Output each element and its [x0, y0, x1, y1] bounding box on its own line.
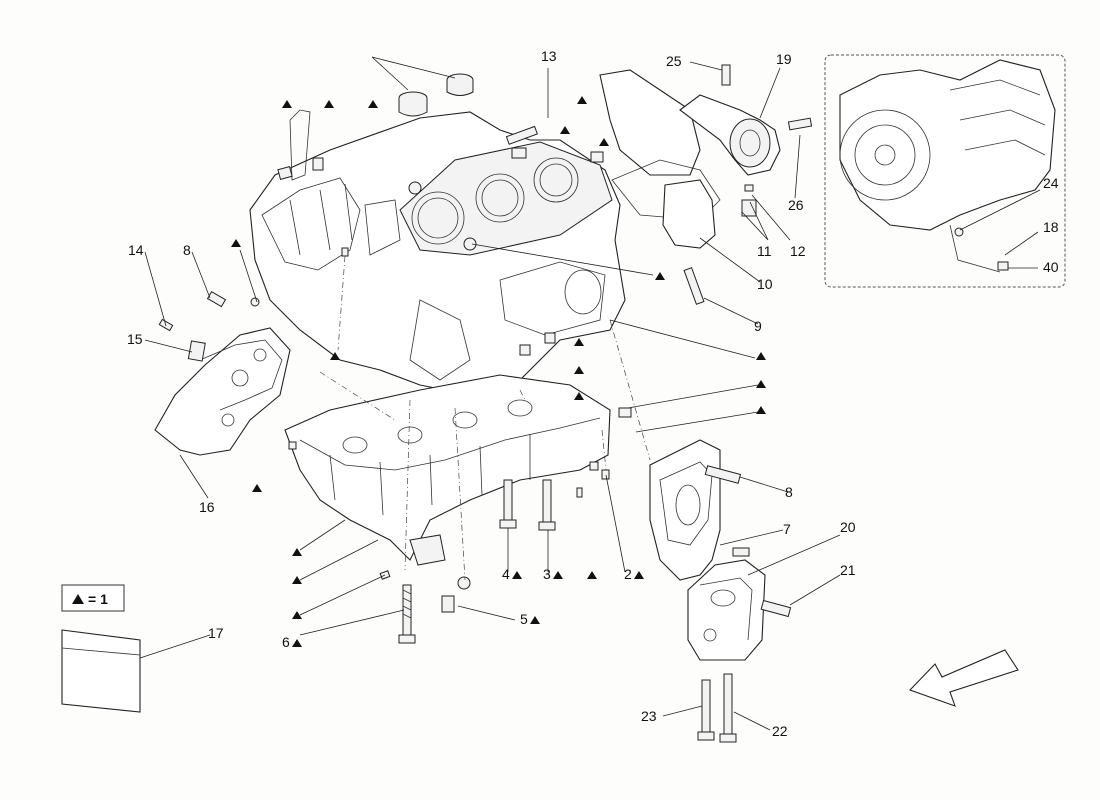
- triangle-marker-icon: [756, 352, 766, 360]
- callout-5: 5: [520, 611, 528, 627]
- triangle-marker-icon: [512, 571, 522, 579]
- triangle-marker-icon: [292, 576, 302, 584]
- callout-11: 11: [757, 243, 772, 259]
- triangle-marker-icon: [292, 611, 302, 619]
- callout-14: 14: [128, 242, 144, 258]
- callout-numbers: 13 25 19 26 24 18 40 12 11 10 9 14 8 15 …: [127, 48, 1059, 739]
- callout-6: 6: [282, 634, 290, 650]
- callout-15: 15: [127, 331, 143, 347]
- triangle-marker-icon: [292, 639, 302, 647]
- triangle-marker-icon: [574, 392, 584, 400]
- triangle-marker-icon: [330, 352, 340, 360]
- triangle-marker-icon: [72, 594, 84, 604]
- callout-2: 2: [624, 566, 632, 582]
- callout-23: 23: [641, 708, 657, 724]
- cylinder-plugs: [398, 73, 474, 117]
- triangle-marker-icon: [599, 138, 609, 146]
- triangle-marker-icon: [553, 571, 563, 579]
- callout-13: 13: [541, 48, 557, 64]
- direction-arrow-icon: [909, 649, 1019, 707]
- callout-10: 10: [757, 276, 773, 292]
- triangle-marker-icon: [292, 548, 302, 556]
- callout-17: 17: [208, 625, 224, 641]
- upper-right-mount-parts: [599, 64, 813, 305]
- callout-7: 7: [783, 521, 791, 537]
- triangle-marker-icon: [756, 380, 766, 388]
- callout-24: 24: [1043, 175, 1059, 191]
- right-engine-mount: [649, 439, 792, 743]
- engine-block-upper: [249, 109, 626, 396]
- bolts-lower: [398, 125, 604, 644]
- triangle-marker-icon: [530, 616, 540, 624]
- callout-26: 26: [788, 197, 804, 213]
- callout-8-right: 8: [785, 484, 793, 500]
- triangle-markers: [231, 96, 766, 647]
- triangle-marker-icon: [634, 571, 644, 579]
- callout-22: 22: [772, 723, 788, 739]
- sticker-label-17: [61, 629, 141, 713]
- triangle-marker-icon: [577, 96, 587, 104]
- callout-12: 12: [790, 243, 806, 259]
- transmission-inset: [824, 54, 1066, 288]
- triangle-marker-icon: [252, 484, 262, 492]
- callout-3: 3: [543, 566, 551, 582]
- crankcase-lower: [284, 374, 632, 590]
- left-mount-bracket: [154, 290, 291, 456]
- callout-25: 25: [666, 53, 682, 69]
- legend-box: = 1: [61, 584, 125, 612]
- callout-20: 20: [840, 519, 856, 535]
- legend-text: = 1: [88, 591, 108, 607]
- callout-9: 9: [754, 318, 762, 334]
- triangle-marker-icon: [324, 100, 334, 108]
- triangle-marker-icon: [655, 272, 665, 280]
- triangle-marker-icon: [574, 366, 584, 374]
- triangle-marker-icon: [756, 406, 766, 414]
- assembly-lines: [319, 255, 651, 581]
- triangle-marker-icon: [231, 239, 241, 247]
- triangle-marker-icon: [587, 571, 597, 579]
- triangle-marker-icon: [282, 100, 292, 108]
- callout-18: 18: [1043, 219, 1059, 235]
- leader-lines: [139, 56, 1041, 731]
- triangle-marker-icon: [574, 338, 584, 346]
- triangle-marker-icon: [368, 100, 378, 108]
- callout-8-left: 8: [183, 242, 191, 258]
- callout-40: 40: [1043, 259, 1059, 275]
- callout-16: 16: [199, 499, 215, 515]
- callout-21: 21: [840, 562, 856, 578]
- callout-19: 19: [776, 51, 792, 67]
- triangle-marker-icon: [560, 126, 570, 134]
- callout-4: 4: [502, 566, 510, 582]
